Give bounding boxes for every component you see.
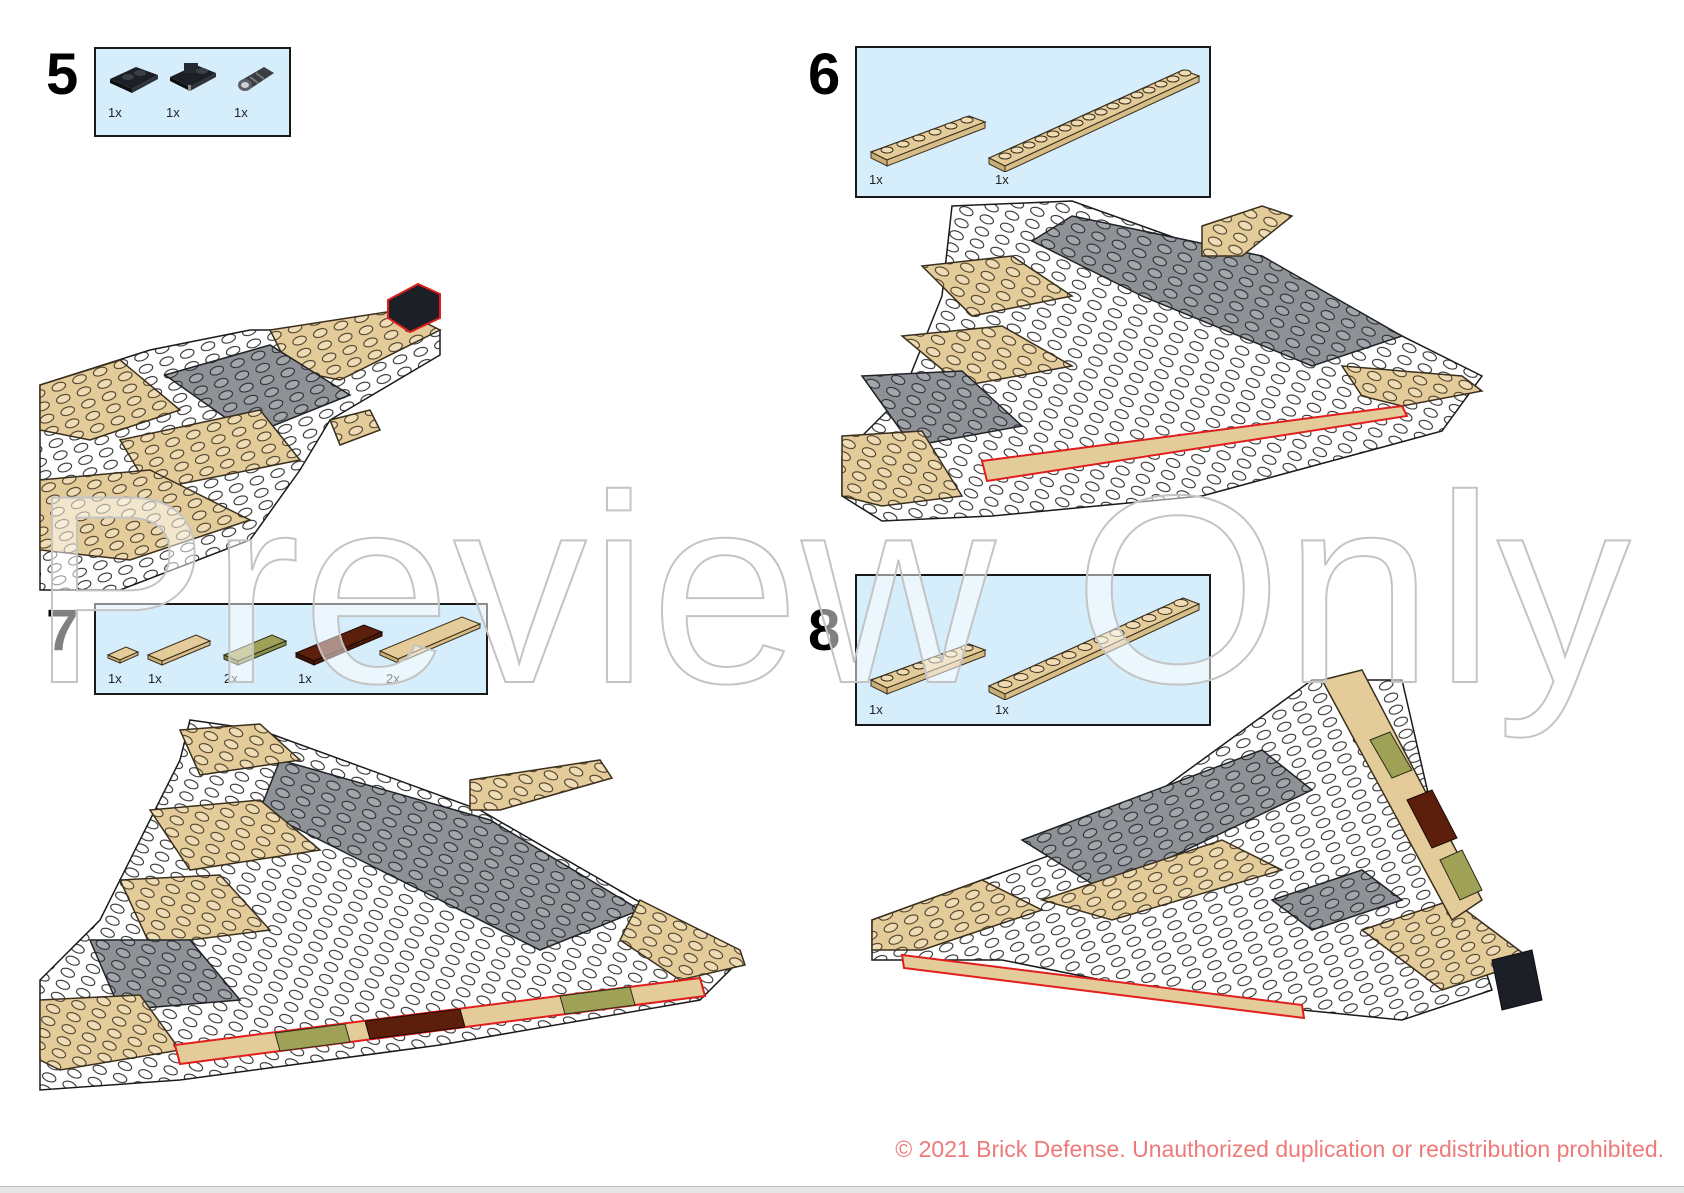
tan-plate-1x16-icon — [987, 69, 1201, 172]
tan-tile-1x3-icon — [146, 634, 212, 666]
part-qty: 1x — [108, 105, 122, 120]
part-qty: 1x — [298, 671, 312, 686]
parts-callout: 1x 1x 1x — [94, 47, 291, 137]
part-qty: 1x — [995, 172, 1009, 187]
black-clip-plate-icon — [170, 63, 216, 91]
parts-callout: 1x 1x — [855, 46, 1211, 198]
tan-plate-1x6-icon — [869, 643, 987, 695]
page-bottom-border — [0, 1186, 1684, 1193]
step-number: 5 — [46, 42, 79, 107]
step-number: 6 — [808, 42, 841, 107]
assembly-step-8 — [871, 669, 1543, 1021]
tan-tile-1x6-icon — [378, 616, 482, 664]
tan-plate-1x12-icon — [987, 597, 1201, 700]
olive-tile-1x3-icon — [222, 634, 288, 666]
part-qty: 2x — [224, 671, 238, 686]
part-qty: 1x — [148, 671, 162, 686]
gray-exhaust-cylinder-icon — [238, 67, 274, 91]
assembly-step-7 — [39, 719, 746, 1091]
black-plate-1x2-icon — [110, 67, 158, 93]
part-qty: 1x — [108, 671, 122, 686]
brown-tile-1x4-icon — [294, 624, 384, 666]
part-qty: 1x — [869, 172, 883, 187]
part-qty: 2x — [386, 671, 400, 686]
parts-callout: 1x 1x — [855, 574, 1211, 726]
part-qty: 1x — [869, 702, 883, 717]
copyright-notice: © 2021 Brick Defense. Unauthorized dupli… — [895, 1136, 1664, 1162]
part-qty: 1x — [234, 105, 248, 120]
tan-tile-1x1-icon — [106, 646, 140, 664]
tan-plate-1x6-icon — [869, 115, 987, 167]
assembly-step-6 — [841, 200, 1484, 522]
step-number: 8 — [808, 598, 841, 663]
part-qty: 1x — [995, 702, 1009, 717]
step-number: 7 — [46, 598, 79, 663]
parts-callout: 1x 1x 2x 1x 2x — [94, 603, 488, 695]
part-qty: 1x — [166, 105, 180, 120]
assembly-step-5 — [39, 282, 442, 591]
